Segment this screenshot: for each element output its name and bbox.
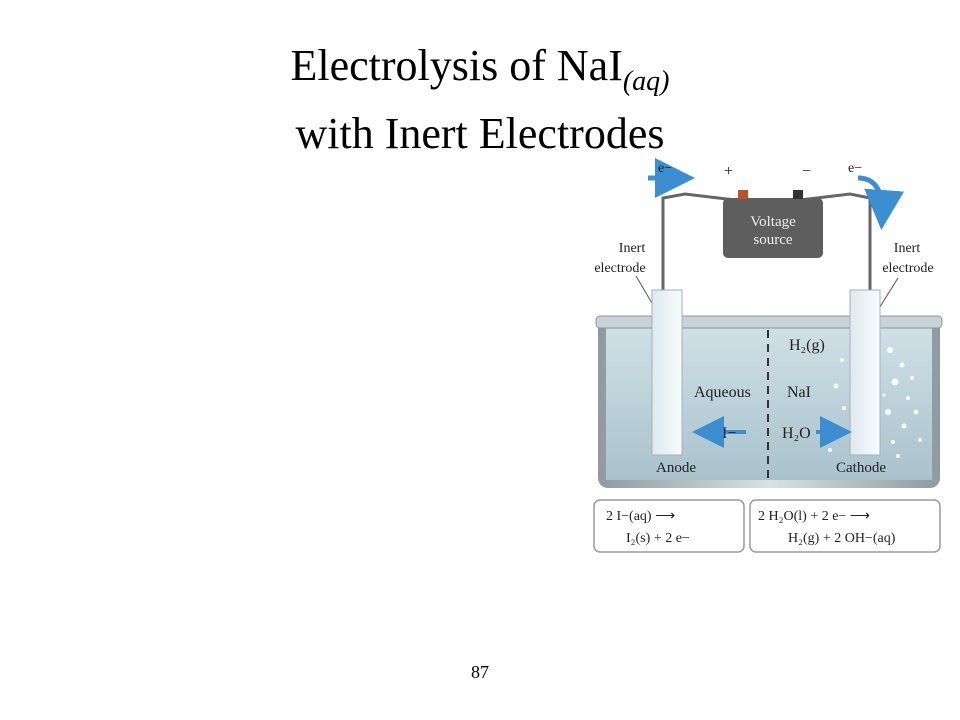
cathode-equation-line-2: H₂(g) + 2 OH−(aq) xyxy=(788,531,896,546)
anode-label: Anode xyxy=(656,460,696,476)
inert-right-label-line-2: electrode xyxy=(882,261,933,276)
title-line-2: with Inert Electrodes xyxy=(295,109,665,158)
aqueous-label: Aqueous xyxy=(694,384,751,401)
anode-equation-line-1: 2 I−(aq) ⟶ xyxy=(606,509,675,524)
voltage-label-line-2: source xyxy=(753,232,792,248)
title-subscript: (aq) xyxy=(622,66,670,97)
electron-label-left: e− xyxy=(658,161,672,176)
beaker-rim xyxy=(595,315,943,329)
page-number: 87 xyxy=(471,662,489,682)
cathode-electrode xyxy=(849,289,881,456)
iodide-label: I− xyxy=(722,425,736,442)
minus-sign: − xyxy=(802,163,811,180)
nai-label: NaI xyxy=(787,384,811,401)
voltage-source: Voltage source xyxy=(723,190,823,258)
anode-electrode xyxy=(651,289,683,456)
title-line-1: Electrolysis of NaI(aq) xyxy=(0,40,960,108)
water-label: H₂O xyxy=(782,425,811,442)
title-main-text: Electrolysis of NaI xyxy=(290,41,623,90)
cathode-equation-box: 2 H₂O(l) + 2 e− ⟶ H₂(g) + 2 OH−(aq) xyxy=(749,499,941,553)
electron-label-right: e− xyxy=(848,161,862,176)
anode-equation-box: 2 I−(aq) ⟶ I₂(s) + 2 e− xyxy=(593,499,745,553)
inert-left-label-line-2: electrode xyxy=(594,261,645,276)
cathode-equation-line-1: 2 H₂O(l) + 2 e− ⟶ xyxy=(758,509,870,524)
negative-terminal xyxy=(793,190,803,199)
voltage-label-line-1: Voltage xyxy=(750,214,796,230)
plus-sign: + xyxy=(724,163,733,180)
inert-right-leader xyxy=(877,277,899,311)
hydrogen-gas-label: H₂(g) xyxy=(789,337,825,354)
slide-title: Electrolysis of NaI(aq) with Inert Elect… xyxy=(0,40,960,160)
electron-arrow-right xyxy=(857,175,905,230)
inert-left-label-line-1: Inert xyxy=(619,241,646,256)
positive-terminal xyxy=(738,190,748,199)
inert-right-label-line-1: Inert xyxy=(894,241,921,256)
cathode-label: Cathode xyxy=(836,460,886,476)
anode-equation-line-2: I₂(s) + 2 e− xyxy=(626,531,690,546)
electrolysis-diagram: e− e− Voltage source + − Inert electrode… xyxy=(593,158,943,553)
gas-bubbles xyxy=(828,347,922,458)
